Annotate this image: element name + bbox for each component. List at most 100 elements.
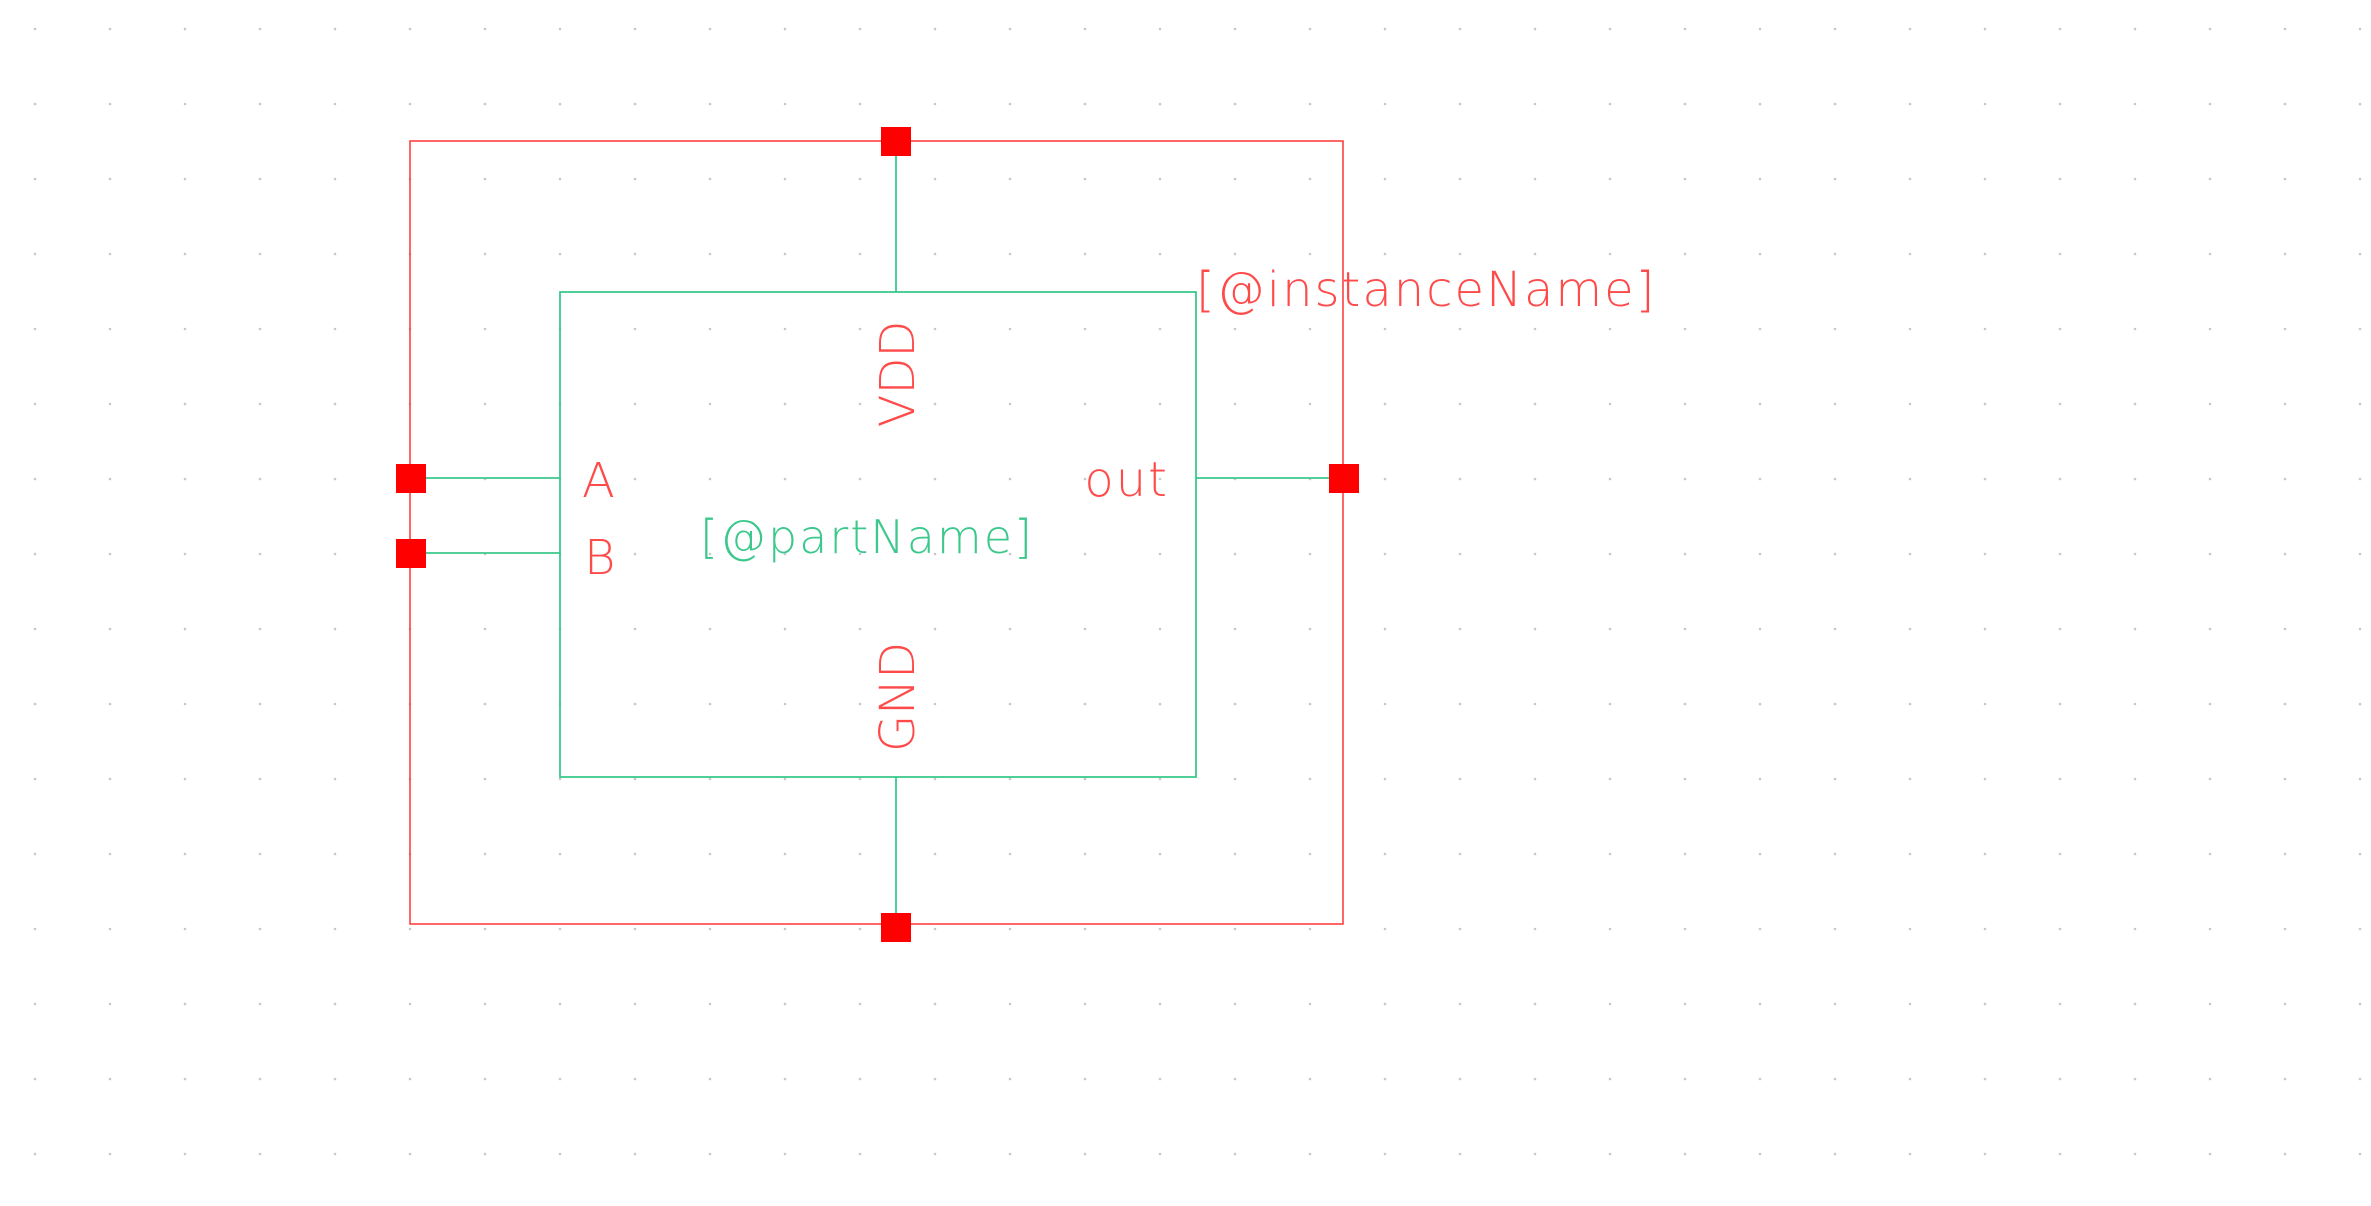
grid-dot <box>633 702 637 706</box>
grid-dot <box>1908 777 1912 781</box>
grid-dot <box>258 102 262 106</box>
grid-dot <box>1233 1152 1237 1156</box>
grid-dot <box>708 927 712 931</box>
grid-dot <box>2283 102 2287 106</box>
grid-dot <box>2283 927 2287 931</box>
handle-left-b[interactable] <box>396 539 426 568</box>
grid-dot <box>1158 102 1162 106</box>
grid-dot <box>2058 1002 2062 1006</box>
grid-dot <box>333 327 337 331</box>
grid-dot <box>1008 1002 1012 1006</box>
grid-dot <box>633 102 637 106</box>
grid-dot <box>1683 327 1687 331</box>
grid-dot <box>1833 252 1837 256</box>
grid-dot <box>783 252 787 256</box>
grid-dot <box>783 327 787 331</box>
handle-bottom[interactable] <box>881 913 911 942</box>
grid-dot <box>2058 1077 2062 1081</box>
grid-dot <box>2058 627 2062 631</box>
handle-left-a[interactable] <box>396 464 426 493</box>
grid-dot <box>2133 177 2137 181</box>
grid-dot <box>2358 477 2362 481</box>
symbol-body[interactable] <box>559 291 1197 778</box>
grid-dot <box>1308 1002 1312 1006</box>
selection-box[interactable] <box>409 140 1344 925</box>
pin-label-out: out <box>1084 452 1169 508</box>
grid-dot <box>858 1002 862 1006</box>
grid-dot <box>1533 1077 1537 1081</box>
grid-dot <box>333 252 337 256</box>
handle-right[interactable] <box>1329 464 1359 493</box>
grid-dot <box>1758 552 1762 556</box>
grid-dot <box>2133 777 2137 781</box>
grid-dot <box>633 402 637 406</box>
grid-dot <box>108 1077 112 1081</box>
grid-dot <box>1908 1002 1912 1006</box>
grid-dot <box>1158 1152 1162 1156</box>
grid-dot <box>1758 777 1762 781</box>
grid-dot <box>1383 102 1387 106</box>
grid-dot <box>708 252 712 256</box>
grid-dot <box>1308 627 1312 631</box>
grid-dot <box>2283 27 2287 31</box>
grid-dot <box>1008 852 1012 856</box>
grid-dot <box>408 102 412 106</box>
grid-dot <box>1008 477 1012 481</box>
grid-dot <box>33 1002 37 1006</box>
grid-dot <box>633 27 637 31</box>
grid-dot <box>183 27 187 31</box>
grid-dot <box>108 102 112 106</box>
grid-dot <box>183 627 187 631</box>
grid-dot <box>2208 1002 2212 1006</box>
grid-dot <box>1908 327 1912 331</box>
grid-dot <box>1533 627 1537 631</box>
grid-dot <box>1083 1002 1087 1006</box>
pin-label-gnd: GND <box>870 642 926 752</box>
grid-dot <box>2283 852 2287 856</box>
grid-dot <box>1083 27 1087 31</box>
grid-dot <box>333 27 337 31</box>
grid-dot <box>1683 252 1687 256</box>
grid-dot <box>258 1077 262 1081</box>
grid-dot <box>1158 852 1162 856</box>
grid-dot <box>1308 552 1312 556</box>
grid-dot <box>483 402 487 406</box>
grid-dot <box>1983 702 1987 706</box>
grid-dot <box>1383 1077 1387 1081</box>
grid-dot <box>708 327 712 331</box>
grid-dot <box>1608 177 1612 181</box>
grid-dot <box>2133 1002 2137 1006</box>
grid-dot <box>633 177 637 181</box>
grid-dot <box>2208 552 2212 556</box>
grid-dot <box>408 927 412 931</box>
grid-dot <box>633 927 637 931</box>
grid-dot <box>1083 552 1087 556</box>
grid-dot <box>1008 777 1012 781</box>
grid-dot <box>1233 102 1237 106</box>
grid-dot <box>558 177 562 181</box>
grid-dot <box>33 552 37 556</box>
grid-dot <box>2208 627 2212 631</box>
handle-top[interactable] <box>881 127 911 156</box>
grid-dot <box>1383 327 1387 331</box>
grid-dot <box>1458 552 1462 556</box>
grid-dot <box>1608 927 1612 931</box>
grid-dot <box>708 27 712 31</box>
grid-dot <box>1158 927 1162 931</box>
grid-dot <box>1683 1077 1687 1081</box>
grid-dot <box>1008 177 1012 181</box>
part-name-label[interactable]: [@partName] <box>700 510 1034 564</box>
selection-handles <box>396 127 1359 942</box>
pin-label-vdd: VDD <box>870 321 926 428</box>
grid-dot <box>783 702 787 706</box>
grid-dot <box>1533 1002 1537 1006</box>
grid-dot <box>1158 27 1162 31</box>
grid-dot <box>1158 627 1162 631</box>
instance-name-label[interactable]: [@instanceName] <box>1196 262 1656 318</box>
grid-dot <box>2358 402 2362 406</box>
grid-dot <box>333 102 337 106</box>
grid-dot <box>483 1077 487 1081</box>
grid-dot <box>933 1002 937 1006</box>
grid-dot <box>183 852 187 856</box>
